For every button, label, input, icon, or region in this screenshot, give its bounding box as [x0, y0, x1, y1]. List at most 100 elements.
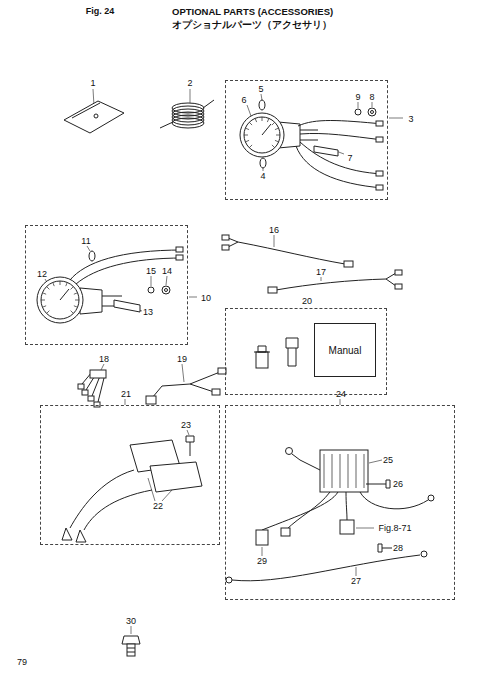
- fitting-part: [286, 338, 298, 366]
- gauge-tick: [53, 282, 55, 286]
- callout-number: 15: [146, 267, 156, 276]
- callout-number: 26: [393, 480, 403, 489]
- gauge-part: [165, 289, 168, 292]
- callout-number: 16: [269, 226, 279, 235]
- rectifier-part: [226, 577, 232, 583]
- callout-number: 13: [143, 308, 153, 317]
- gauge-part: [176, 247, 183, 252]
- leader-line: [162, 490, 172, 501]
- wire-part: [222, 245, 229, 250]
- coil-part: [172, 115, 204, 125]
- callout-number: 23: [181, 421, 191, 430]
- group-number: 10: [201, 293, 211, 303]
- gauge-tick: [41, 300, 45, 301]
- gauge-tick: [42, 293, 46, 295]
- rectifier-part: [256, 530, 268, 545]
- leader-line: [247, 105, 251, 116]
- wire-part: [344, 261, 353, 267]
- gauge-tick: [245, 128, 249, 130]
- wire-part: [395, 270, 402, 275]
- leader-line: [151, 276, 152, 286]
- coil-part: [172, 118, 204, 128]
- gauge-part: [60, 289, 69, 300]
- rectifier-part: [232, 555, 420, 581]
- leader-line: [166, 276, 167, 285]
- gauge-part: [262, 124, 271, 135]
- callout-number: 2: [187, 79, 192, 88]
- harness-part: [212, 389, 220, 395]
- gauge-tick: [272, 145, 275, 148]
- harness-part: [78, 368, 226, 407]
- gauge-part: [298, 121, 383, 127]
- gauge-part: [376, 185, 383, 190]
- fitting-part: [254, 346, 270, 352]
- rectifier-part: [292, 454, 320, 470]
- gauge-part: [260, 158, 266, 168]
- pad-part: [72, 103, 100, 118]
- gauge-tick: [275, 140, 279, 142]
- group-box: 3: [225, 80, 388, 200]
- drain-plug-part: [122, 636, 140, 656]
- gauge-tick: [42, 306, 46, 308]
- leader-line: [372, 102, 373, 107]
- gauge-part: [300, 142, 383, 174]
- rectifier-part: [348, 454, 349, 488]
- leader-line: [131, 626, 132, 634]
- gauge-part: [368, 108, 376, 116]
- gauge-tick: [276, 135, 280, 136]
- leader-line: [356, 528, 374, 529]
- callout-number: 8: [369, 93, 374, 102]
- gauge-part: [300, 133, 383, 140]
- gauge-tick: [71, 311, 74, 314]
- group-box: 24: [225, 405, 455, 600]
- gauge-part: [89, 251, 95, 261]
- rectifier-part: [356, 454, 357, 488]
- gauge-part: [102, 296, 122, 297]
- harness-part: [88, 396, 94, 401]
- harness-part: [90, 370, 106, 378]
- leader-line: [389, 118, 403, 119]
- callout-number: 7: [347, 154, 352, 163]
- gauge-tick: [74, 306, 78, 308]
- gauge-tick: [262, 117, 263, 121]
- drain-plug-part: [127, 652, 135, 653]
- gauge-part: [300, 140, 318, 141]
- wire-part: [268, 287, 277, 293]
- gauge-tick: [244, 135, 248, 136]
- gauge-part: [37, 247, 183, 323]
- gauge-tick: [66, 282, 68, 286]
- gauge-part: [314, 146, 338, 156]
- callout-number: 27: [351, 577, 361, 586]
- gauge-tick: [47, 287, 50, 290]
- gauge-tick: [267, 118, 269, 122]
- callout-number: 11: [81, 237, 90, 246]
- gauge-tick: [60, 281, 61, 285]
- pad-part: [94, 114, 98, 118]
- gauge-tick: [249, 145, 252, 148]
- coil-part: [172, 112, 204, 122]
- rectifier-part: [378, 544, 392, 552]
- ignition-coil-part: [186, 436, 194, 442]
- gauge-part: [244, 117, 280, 153]
- leader-line: [321, 277, 322, 281]
- rectifier-part: [332, 454, 333, 488]
- harness-part: [78, 384, 84, 389]
- leader-line: [187, 430, 189, 435]
- gauge-part: [162, 286, 170, 294]
- gauge-part: [259, 100, 265, 110]
- drain-plug-part: [122, 636, 140, 644]
- fitting-part: [254, 338, 298, 368]
- wire-part: [222, 235, 402, 293]
- rectifier-part: [364, 454, 365, 488]
- ignition-coil-part: [150, 462, 202, 492]
- gauge-part: [240, 113, 284, 157]
- ignition-coil-part: [190, 442, 191, 456]
- gauge-tick: [272, 122, 275, 125]
- gauge-part: [41, 281, 79, 319]
- leader-line: [45, 89, 403, 634]
- group-box: 10: [25, 225, 188, 345]
- gauge-part: [76, 258, 183, 284]
- callout-number: 22: [153, 502, 163, 511]
- gauge-tick: [255, 118, 257, 122]
